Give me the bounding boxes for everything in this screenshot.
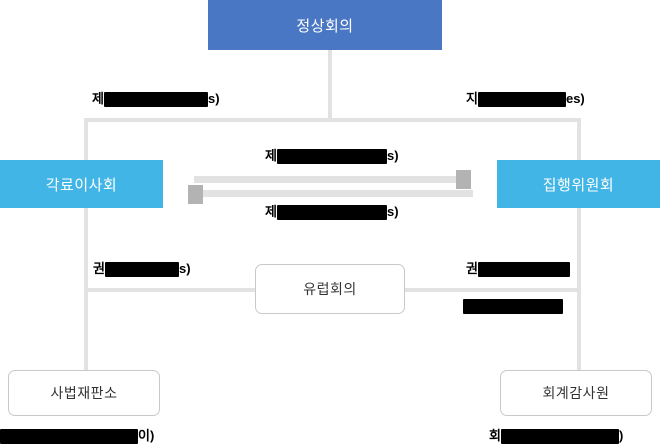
edge-label-center-top-suffix: s) [386,148,399,163]
redaction-bar [276,149,387,165]
edge-label-mid-left: 권 s) [93,261,191,278]
arrow-right-shaft [194,176,460,183]
edge-label-mid-right-bottom [463,298,563,315]
edge-label-center-bottom: 제 s) [265,204,399,221]
edge-label-summit-right-suffix: es) [565,91,585,106]
redaction-bar [103,92,208,108]
edge-label-mid-right-top-prefix: 권 [466,261,478,276]
edge-label-bottom-right-prefix: 회 [489,428,501,443]
connector-summit-bus [84,118,581,122]
node-parliament-label: 유럽회의 [303,281,357,297]
redaction-bar [477,262,570,278]
node-court-of-auditors[interactable]: 회계감사원 [500,370,652,416]
edge-label-summit-left: 제 s) [92,91,220,108]
connector-to-commission [577,118,581,162]
edge-label-mid-left-prefix: 권 [93,261,105,276]
edge-label-mid-left-suffix: s) [178,261,191,276]
node-council-label: 각료이사회 [45,176,118,194]
redaction-bar [500,429,619,445]
redaction-bar [463,299,563,315]
node-european-parliament[interactable]: 유럽회의 [255,264,405,314]
node-commission[interactable]: 집행위원회 [497,160,660,208]
edge-label-bottom-left-suffix: 이) [138,428,155,443]
edge-label-center-top: 제 s) [265,148,399,165]
arrow-left-head [188,185,203,204]
node-audit-label: 회계감사원 [542,385,610,401]
edge-label-bottom-right-suffix: ) [618,428,624,443]
edge-label-bottom-left: 이) [0,428,155,445]
edge-label-center-bottom-prefix: 제 [265,204,277,219]
edge-label-summit-right-prefix: 지 [466,91,478,106]
connector-parliament-right [405,288,581,292]
connector-to-council [84,118,88,162]
node-council-of-ministers[interactable]: 각료이사회 [0,160,163,208]
node-commission-label: 집행위원회 [542,176,615,194]
edge-label-mid-right-top: 권 [466,261,570,278]
edge-label-center-bottom-suffix: s) [386,204,399,219]
redaction-bar [0,429,138,445]
node-summit[interactable]: 정상회의 [208,0,442,50]
node-court-label: 사법재판소 [50,385,118,401]
connector-parliament-left [84,288,258,292]
redaction-bar [276,205,387,221]
edge-label-center-top-prefix: 제 [265,148,277,163]
edge-label-summit-left-prefix: 제 [92,91,104,106]
node-court-of-justice[interactable]: 사법재판소 [8,370,160,416]
arrow-right-head [456,170,471,189]
redaction-bar [104,262,179,278]
edge-label-summit-left-suffix: s) [207,91,220,106]
node-summit-label: 정상회의 [296,17,354,35]
edge-label-summit-right: 지 es) [466,91,585,108]
arrow-left-shaft [196,190,473,197]
connector-summit-stem [328,50,332,120]
edge-label-bottom-right: 회) [489,428,624,445]
redaction-bar [477,92,566,108]
